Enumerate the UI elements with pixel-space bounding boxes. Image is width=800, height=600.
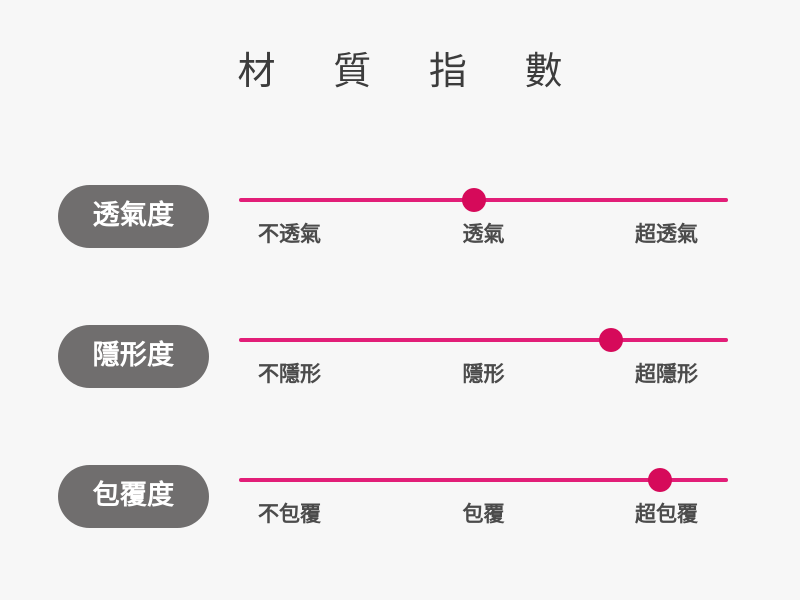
slider-coverage[interactable]: 不包覆 包覆 超包覆	[239, 450, 728, 560]
slider-track[interactable]	[239, 338, 728, 342]
slider-track-wrap[interactable]	[239, 465, 728, 495]
slider-track[interactable]	[239, 478, 728, 482]
pill-label-text: 隱形度	[92, 340, 175, 370]
scale-label-end: 超包覆	[635, 503, 698, 526]
slider-row-coverage: 包覆度 不包覆 包覆 超包覆	[0, 450, 800, 560]
slider-invisibility[interactable]: 不隱形 隱形 超隱形	[239, 310, 728, 420]
pill-label-text: 包覆度	[92, 480, 175, 510]
slider-knob[interactable]	[461, 188, 486, 212]
scale-label-end: 超透氣	[635, 223, 698, 246]
scale-label-start: 不透氣	[258, 223, 321, 246]
page-title: 材 質 指 數	[237, 51, 587, 93]
slider-scale-coverage: 不包覆 包覆 超包覆	[239, 500, 728, 534]
pill-label-text: 透氣度	[92, 200, 175, 230]
scale-label-start: 不隱形	[258, 363, 321, 386]
scale-label-mid: 隱形	[462, 363, 505, 386]
slider-row-breathability: 透氣度 不透氣 透氣 超透氣	[0, 170, 800, 280]
slider-scale-breathability: 不透氣 透氣 超透氣	[239, 220, 728, 254]
slider-row-invisibility: 隱形度 不隱形 隱形 超隱形	[0, 310, 800, 420]
pill-label-invisibility: 隱形度	[58, 325, 209, 388]
slider-knob[interactable]	[647, 468, 672, 492]
pill-label-breathability: 透氣度	[58, 185, 209, 248]
scale-label-end: 超隱形	[635, 363, 698, 386]
scale-label-start: 不包覆	[258, 503, 321, 526]
slider-track-wrap[interactable]	[239, 325, 728, 355]
pill-label-coverage: 包覆度	[58, 465, 209, 528]
slider-knob[interactable]	[598, 328, 623, 352]
slider-track-wrap[interactable]	[239, 185, 728, 215]
slider-breathability[interactable]: 不透氣 透氣 超透氣	[239, 170, 728, 280]
slider-scale-invisibility: 不隱形 隱形 超隱形	[239, 360, 728, 394]
scale-label-mid: 包覆	[462, 503, 505, 526]
scale-label-mid: 透氣	[462, 223, 505, 246]
